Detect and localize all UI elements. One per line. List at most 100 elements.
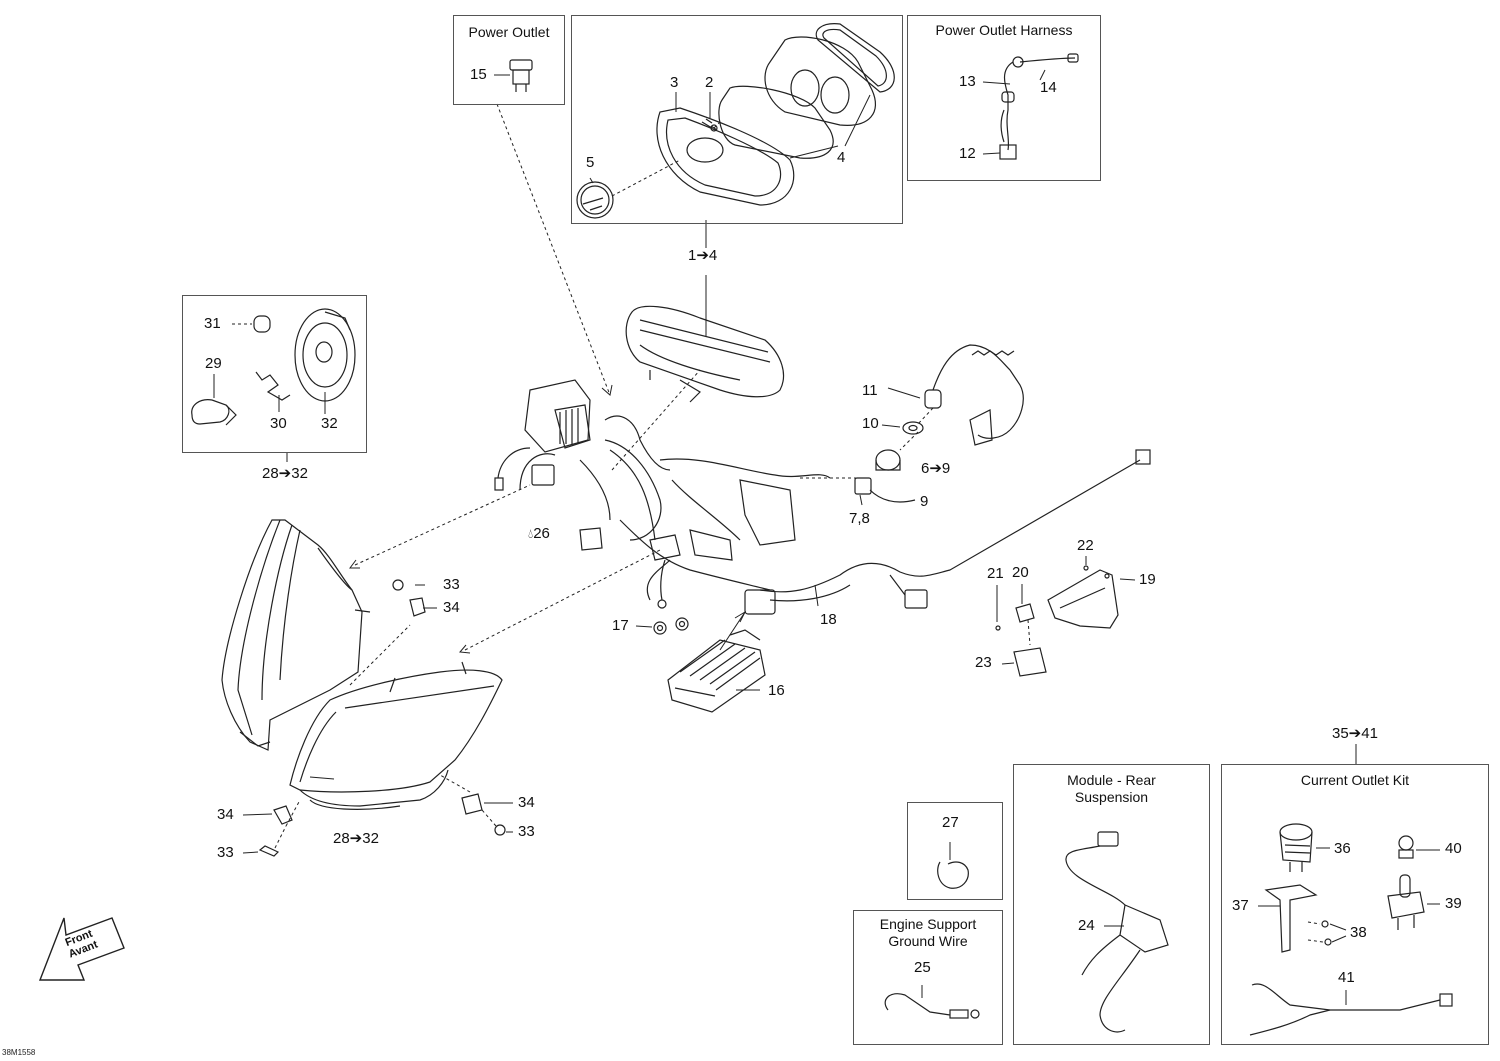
fastener-leader-lines (274, 774, 497, 849)
part-label-17: 17 (612, 617, 629, 634)
part-label-37: 37 (1232, 897, 1249, 914)
part-label-28-to-32-bottom: 28➔32 (333, 830, 379, 847)
headlight-lens-lower (289, 661, 503, 810)
headlight-reflector-32 (294, 308, 356, 414)
front-arrow-icon (38, 917, 125, 981)
screw-2 (701, 118, 718, 132)
clamp-27 (937, 842, 969, 889)
part-label-7-8: 7,8 (849, 510, 870, 527)
nuts-17 (635, 617, 689, 635)
part-label-3: 3 (670, 74, 679, 91)
arrow-heads (349, 384, 747, 654)
box-power-outlet-harness: Power Outlet Harness (907, 15, 1101, 181)
box-title-module-rear-suspension: Module - Rear Suspension (1067, 772, 1156, 805)
part-label-2: 2 (705, 74, 714, 91)
part-label-25: 25 (914, 959, 931, 976)
outlet-harness-12-14 (982, 53, 1079, 160)
module-24 (1065, 831, 1169, 1033)
box-engine-support-ground-wire: Engine Support Ground Wire (853, 910, 1003, 1045)
part-label-34-left: 34 (217, 806, 234, 823)
part-label-22: 22 (1077, 537, 1094, 554)
box-module-rear-suspension: Module - Rear Suspension (1013, 764, 1210, 1045)
bracket-37 (1258, 884, 1318, 953)
part-label-18: 18 (820, 611, 837, 628)
ground-wire-25 (884, 985, 980, 1019)
cluster-4 (718, 23, 895, 159)
part-label-4: 4 (837, 149, 846, 166)
part-label-36: 36 (1334, 840, 1351, 857)
bracket-leader (1027, 619, 1031, 646)
bulb-cap-31 (232, 315, 271, 333)
part-label-11: 11 (862, 382, 878, 399)
headlight-housing-upper (221, 519, 371, 751)
box-title-engine-support-ground-wire: Engine Support Ground Wire (879, 916, 977, 949)
box-headlight-bulb (182, 295, 367, 453)
part-label-9: 9 (920, 493, 929, 510)
connector-23 (1001, 647, 1047, 677)
dess-key-11 (887, 344, 1024, 446)
voltage-regulator-16 (667, 629, 766, 713)
ignition-leader-lines (800, 407, 934, 479)
harness-41 (1249, 983, 1453, 1036)
washer-10 (881, 421, 924, 435)
part-label-41: 41 (1338, 969, 1355, 986)
part-label-32: 32 (321, 415, 338, 432)
part-label-33-mid: 33 (443, 576, 460, 593)
part-label-5: 5 (586, 154, 595, 171)
part-label-15: 15 (470, 66, 487, 83)
part-label-13: 13 (959, 73, 976, 90)
part-label-24: 24 (1078, 917, 1095, 934)
part-label-34-right: 34 (518, 794, 535, 811)
box-title-power-outlet-harness: Power Outlet Harness (935, 22, 1073, 38)
fastener-20-21 (995, 584, 1035, 631)
speedometer-dial-5 (576, 181, 614, 219)
spring-clip-30 (255, 371, 291, 412)
fastener-33-34-right (461, 793, 513, 836)
box-current-outlet-kit: Current Outlet Kit (1221, 764, 1489, 1045)
assembly-leader-lines (349, 103, 701, 686)
part-label-19: 19 (1139, 571, 1156, 588)
bulb-40 (1398, 835, 1440, 859)
part-label-12: 12 (959, 145, 976, 162)
box-title-current-outlet-kit: Current Outlet Kit (1300, 772, 1410, 788)
part-label-26: 💧︎26 (528, 526, 550, 542)
part-label-6-to-9: 6➔9 (921, 460, 951, 477)
part-label-21: 21 (987, 565, 1004, 582)
screw-22 (1083, 556, 1089, 571)
gauge-callout-lines (589, 92, 871, 184)
part-label-28-to-32-top: 28➔32 (262, 465, 308, 482)
part-label-33-left: 33 (217, 844, 234, 861)
part-label-38: 38 (1350, 924, 1367, 941)
part-label-29: 29 (205, 355, 222, 372)
part-label-14: 14 (1040, 79, 1057, 96)
ignition-switch-6-9 (854, 449, 916, 506)
part-label-1-to-4: 1➔4 (688, 247, 718, 264)
fastener-33-34-left (242, 805, 293, 857)
part-label-20: 20 (1012, 564, 1029, 581)
oil-drop-icon: 💧︎ (528, 526, 534, 541)
bulb-29 (191, 374, 237, 426)
bracket-19 (1047, 569, 1136, 629)
part-label-30: 30 (270, 415, 287, 432)
gauge-leader-lines (611, 119, 723, 197)
part-label-26-text: 26 (533, 525, 550, 542)
part-label-16: 16 (768, 682, 785, 699)
ground-ring-wire (657, 559, 667, 609)
box-clamp-27 (907, 802, 1003, 900)
part-label-27: 27 (942, 814, 959, 831)
part-label-40: 40 (1445, 840, 1462, 857)
drawing-code: 38M1558 (2, 1048, 36, 1057)
socket-36 (1279, 823, 1330, 872)
part-label-10: 10 (862, 415, 879, 432)
part-label-34-mid: 34 (443, 599, 460, 616)
part-label-23: 23 (975, 654, 992, 671)
part-label-35-to-41: 35➔41 (1332, 725, 1378, 742)
screws-38 (1307, 920, 1347, 946)
box-power-outlet: Power Outlet (453, 15, 565, 105)
part-label-33-right: 33 (518, 823, 535, 840)
part-label-31: 31 (204, 315, 221, 332)
callout-lines-misc (705, 220, 1357, 765)
power-outlet-15 (494, 59, 533, 92)
